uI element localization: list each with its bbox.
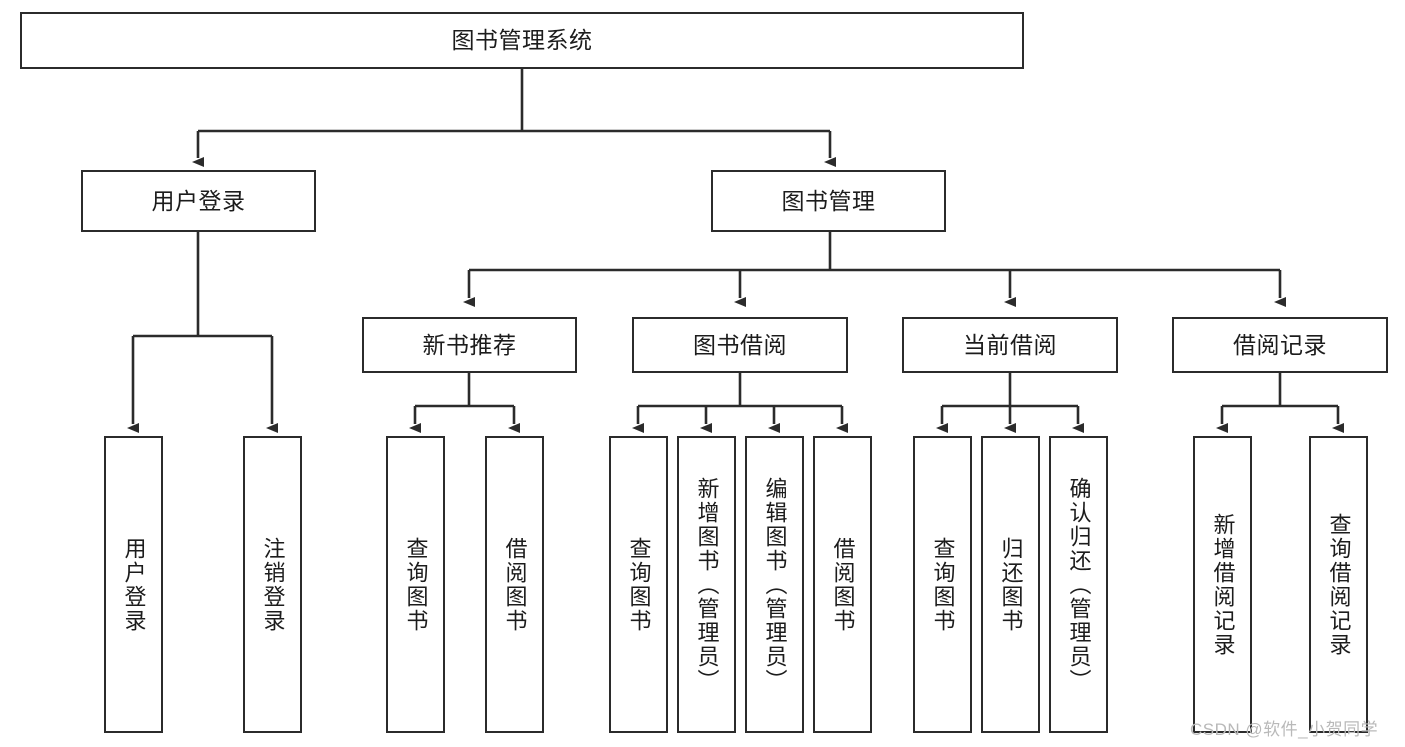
node-book-management[interactable]: 图书管理 xyxy=(711,170,946,232)
leaf-borrow-book-1-label: 借阅图书 xyxy=(502,536,528,633)
watermark: CSDN @软件_小贺同学 xyxy=(1190,720,1379,739)
node-current-borrow[interactable]: 当前借阅 xyxy=(902,317,1118,373)
leaf-confirm-return-label: 确认归还（管理员） xyxy=(1066,476,1092,693)
node-current-borrow-label: 当前借阅 xyxy=(963,331,1057,358)
node-book-borrow[interactable]: 图书借阅 xyxy=(632,317,848,373)
leaf-query-record[interactable]: 查询借阅记录 xyxy=(1309,436,1368,733)
node-new-book-recommend-label: 新书推荐 xyxy=(422,331,517,358)
leaf-add-book[interactable]: 新增图书（管理员） xyxy=(677,436,736,733)
leaf-confirm-return[interactable]: 确认归还（管理员） xyxy=(1049,436,1108,733)
leaf-logout-login-label: 注销登录 xyxy=(260,536,286,633)
leaf-add-record[interactable]: 新增借阅记录 xyxy=(1193,436,1252,733)
leaf-borrow-book-2-label: 借阅图书 xyxy=(830,536,856,633)
node-user-login[interactable]: 用户登录 xyxy=(81,170,316,232)
leaf-add-record-label: 新增借阅记录 xyxy=(1210,512,1236,657)
leaf-query-book-2[interactable]: 查询图书 xyxy=(609,436,668,733)
leaf-return-book[interactable]: 归还图书 xyxy=(981,436,1040,733)
leaf-borrow-book-1[interactable]: 借阅图书 xyxy=(485,436,544,733)
leaf-edit-book[interactable]: 编辑图书（管理员） xyxy=(745,436,804,733)
leaf-query-book-1[interactable]: 查询图书 xyxy=(386,436,445,733)
leaf-user-login-label: 用户登录 xyxy=(121,536,147,633)
node-book-borrow-label: 图书借阅 xyxy=(693,331,787,358)
leaf-logout-login[interactable]: 注销登录 xyxy=(243,436,302,733)
node-borrow-record[interactable]: 借阅记录 xyxy=(1172,317,1388,373)
node-root-label: 图书管理系统 xyxy=(451,27,593,54)
node-book-management-label: 图书管理 xyxy=(781,187,876,214)
node-root[interactable]: 图书管理系统 xyxy=(20,12,1024,69)
leaf-query-record-label: 查询借阅记录 xyxy=(1326,512,1352,657)
node-user-login-label: 用户登录 xyxy=(151,187,246,214)
node-borrow-record-label: 借阅记录 xyxy=(1233,331,1327,358)
leaf-borrow-book-2[interactable]: 借阅图书 xyxy=(813,436,872,733)
leaf-query-book-3-label: 查询图书 xyxy=(930,536,956,633)
leaf-return-book-label: 归还图书 xyxy=(998,536,1024,633)
leaf-edit-book-label: 编辑图书（管理员） xyxy=(762,476,788,693)
leaf-query-book-3[interactable]: 查询图书 xyxy=(913,436,972,733)
leaf-user-login[interactable]: 用户登录 xyxy=(104,436,163,733)
leaf-query-book-1-label: 查询图书 xyxy=(403,536,429,633)
leaf-query-book-2-label: 查询图书 xyxy=(626,536,652,633)
leaf-add-book-label: 新增图书（管理员） xyxy=(694,476,720,693)
node-new-book-recommend[interactable]: 新书推荐 xyxy=(362,317,577,373)
